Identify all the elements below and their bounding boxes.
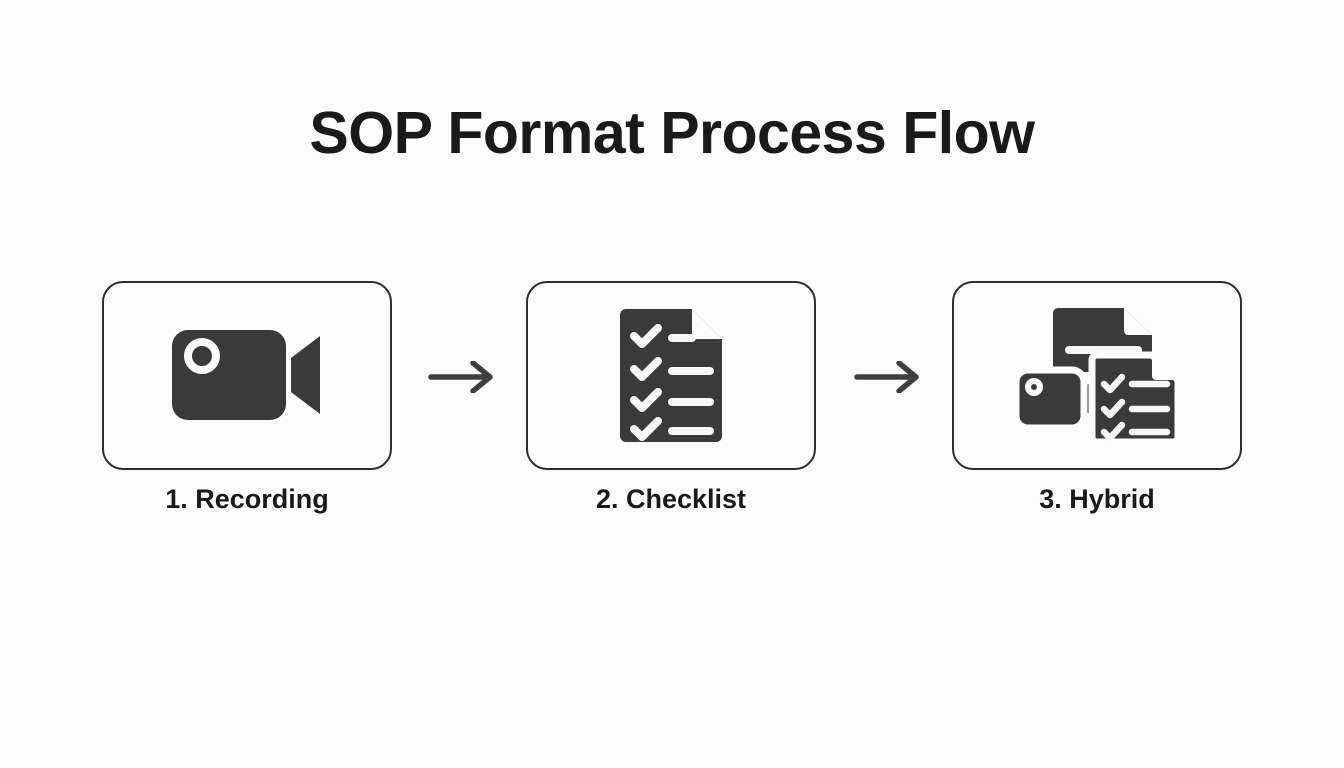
arrow-right-icon-1 [428, 361, 498, 393]
process-step-checklist[interactable]: 2. Checklist [526, 281, 816, 514]
video-camera-icon [172, 329, 322, 422]
checklist-document-icon [620, 309, 722, 442]
step-label-hybrid: 3. Hybrid [1039, 484, 1155, 514]
process-step-recording[interactable]: 1. Recording [102, 281, 392, 514]
process-step-hybrid[interactable]: 3. Hybrid [952, 281, 1242, 514]
step-label-recording: 1. Recording [165, 484, 329, 514]
step-card-checklist[interactable] [526, 281, 816, 470]
page-title: SOP Format Process Flow [309, 100, 1035, 166]
front-checklist-shape [1088, 351, 1182, 443]
step-label-checklist: 2. Checklist [595, 484, 747, 514]
process-flow: 1. Recording [102, 281, 1243, 514]
step-card-recording[interactable] [102, 281, 392, 470]
arrow-right-icon-2 [854, 361, 924, 393]
step-card-hybrid[interactable] [952, 281, 1242, 470]
hybrid-document-camera-checklist-icon [1012, 308, 1182, 443]
